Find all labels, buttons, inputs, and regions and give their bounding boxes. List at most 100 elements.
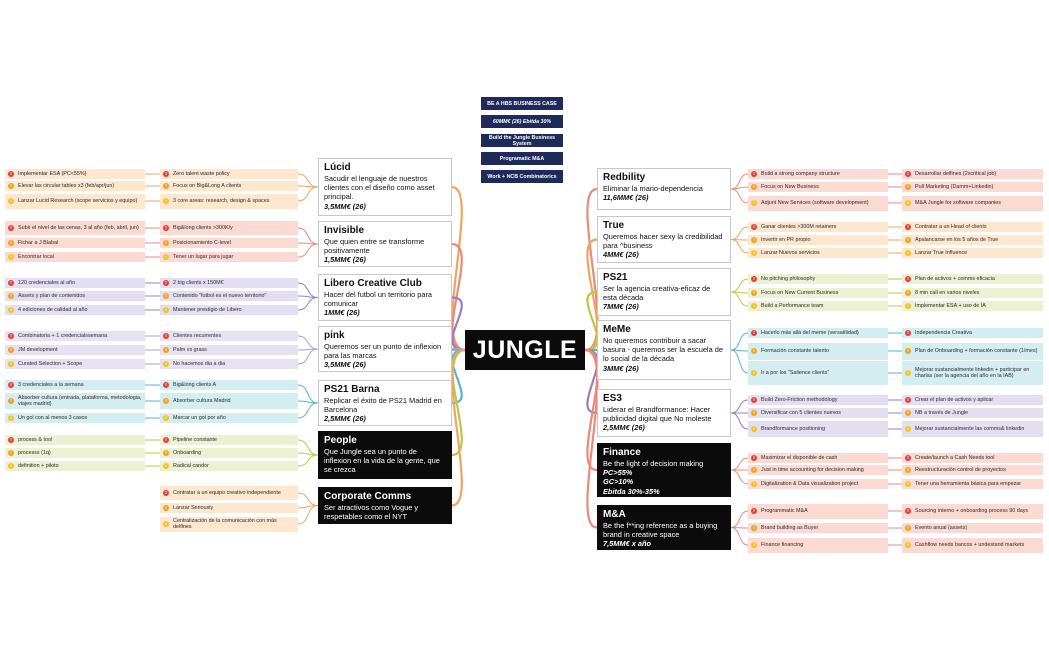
leaf-item[interactable]: !Plan de activos + comms eficacia — [902, 274, 1043, 284]
leaf-item[interactable]: !processs (1q) — [5, 448, 145, 458]
leaf-item[interactable]: !Big&long clients A — [160, 380, 298, 390]
leaf-item[interactable]: !Pull Marketing (Damm+Linkedin) — [902, 182, 1043, 192]
leaf-item[interactable]: !Sourcing interno + onboarding process 9… — [902, 503, 1043, 519]
leaf-item[interactable]: !Subir el nivel de las cenas, 3 al año (… — [5, 221, 145, 235]
leaf-item[interactable]: !Contenido "futbol es el nuevo territori… — [160, 291, 298, 301]
leaf-item[interactable]: !Plan de Onboarding + formación constant… — [902, 342, 1043, 360]
leaf-item[interactable]: !Clientes recurrentes — [160, 331, 298, 341]
leaf-item[interactable]: !Focus on New Business — [748, 182, 888, 192]
leaf-item[interactable]: !Invertir en PR propio — [748, 235, 888, 245]
leaf-item[interactable]: !Just in time accounting for decision ma… — [748, 465, 888, 475]
leaf-item[interactable]: !Hacerlo más allá del meme (versatilidad… — [748, 328, 888, 338]
leaf-item[interactable]: !3 credenciales a la semana — [5, 380, 145, 390]
leaf-text: Reestructuración control de proyectos — [915, 466, 1006, 473]
leaf-item[interactable]: !JM development — [5, 345, 145, 355]
leaf-item[interactable]: !Contratar a un equipo creativo independ… — [160, 486, 298, 500]
leaf-item[interactable]: !Elevar las circular tables x3 (feb/apr/… — [5, 181, 145, 191]
leaf-item[interactable]: !Brand building as Buyer — [748, 523, 888, 533]
leaf-item[interactable]: !Reestructuración control de proyectos — [902, 465, 1043, 475]
leaf-item[interactable]: !process & tool — [5, 435, 145, 445]
leaf-item[interactable]: !Implementar ESA (PC<55%) — [5, 169, 145, 179]
leaf-item[interactable]: !Combinatoria + 1 credencialssemana — [5, 331, 145, 341]
leaf-item[interactable]: !No pitching philosophy — [748, 274, 888, 284]
leaf-item[interactable]: !Ganar clientes >300M retainers — [748, 222, 888, 232]
leaf-item[interactable]: !Formación constante talento — [748, 342, 888, 360]
leaf-item[interactable]: !Palm vs grass — [160, 345, 298, 355]
center-node[interactable]: JUNGLE — [465, 330, 585, 370]
leaf-item[interactable]: !Build Zero-Friction methodology — [748, 395, 888, 405]
leaf-item[interactable]: !Absorber cultura (entrada, plataforma, … — [5, 393, 145, 409]
alert-icon: ! — [163, 171, 169, 177]
leaf-item[interactable]: !Evento anual (assets) — [902, 523, 1043, 533]
leaf-item[interactable]: !Programmatic M&A — [748, 503, 888, 519]
leaf-item[interactable]: !Big&long clients >300K/y — [160, 221, 298, 235]
info-icon: i — [905, 303, 911, 309]
leaf-item[interactable]: !Absorber cultura Madrid — [160, 393, 298, 409]
leaf-item[interactable]: !Desarrollar delfines (2xcritical job) — [902, 169, 1043, 179]
leaf-item[interactable]: !Focus on New Current Business — [748, 288, 888, 298]
leaf-item[interactable]: !Create/launch a Cash Needs tool — [902, 453, 1043, 463]
leaf-item[interactable]: !Maximizar el disponible de cash — [748, 453, 888, 463]
leaf-item[interactable]: !Diversificar con 5 clientes nuevos — [748, 408, 888, 418]
leaf-item[interactable]: !Pipeline constante — [160, 435, 298, 445]
leaf-item[interactable]: !Crear el plan de activos y aplicar — [902, 395, 1043, 405]
leaf-item[interactable]: !8 min call en varios niveles — [902, 288, 1043, 298]
leaf-item[interactable]: !Onboarding — [160, 448, 298, 458]
leaf-item[interactable]: !Independencia Creativa — [902, 328, 1043, 338]
leaf-item[interactable]: !Posicionamiento C-level — [160, 238, 298, 248]
leaf-item[interactable]: !Build a strong company structure — [748, 169, 888, 179]
leaf-item[interactable]: !Assets y plan de contenidos — [5, 291, 145, 301]
warning-icon: ! — [8, 398, 14, 404]
leaf-item[interactable]: !120 credenciales al año — [5, 278, 145, 288]
leaf-item[interactable]: !Lanzar Seriously — [160, 503, 298, 513]
leaf-item[interactable]: !Apalancarse en los 5 años de True — [902, 235, 1043, 245]
leaf-item[interactable]: !Contratar a un Head of clients — [902, 222, 1043, 232]
leaf-item[interactable]: !Focus on Big&Long A clients — [160, 181, 298, 191]
leaf-item[interactable]: !Fichar a J Blabal — [5, 238, 145, 248]
leaf-item[interactable]: !NB a través de Jungle — [902, 408, 1043, 418]
leaf-item[interactable]: !Zero talent waste policy — [160, 169, 298, 179]
leaf-item[interactable]: !2 big clients x 150M€ — [160, 278, 298, 288]
